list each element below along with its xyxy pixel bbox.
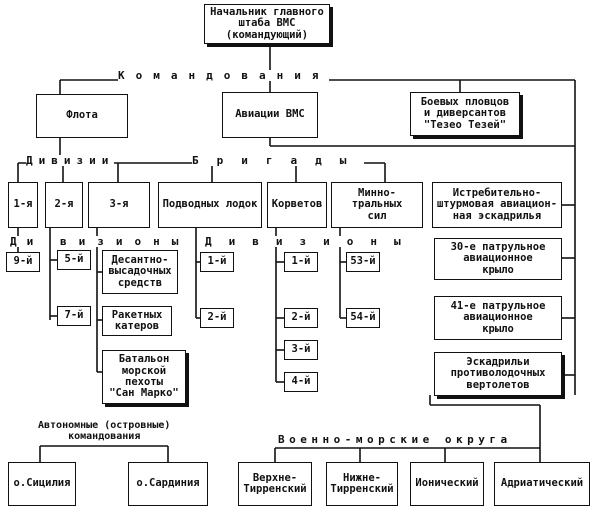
sardinia-command-box: о.Сардиния [128,462,208,506]
fighter-squadron-box: Истребительно- штурмовая авиацион- ная э… [432,182,562,228]
minesweeper-division-53-box: 53-й [346,252,380,272]
submarines-brigade-box: Подводных лодок [158,182,262,228]
minesweeper-division-54-box: 54-й [346,308,380,328]
brigades-label: Бригады [192,154,365,167]
ionian-district-box: Ионический [410,462,484,506]
upper-tyrrhenian-district-box: Верхне- Тирренский [238,462,312,506]
corvette-division-1-box: 1-й [284,252,318,272]
lower-tyrrhenian-district-box: Нижне- Тирренский [326,462,398,506]
corvette-division-3-box: 3-й [284,340,318,360]
landing-craft-box: Десантно- высадочных средств [102,250,178,294]
naval-districts-label: Военно-морские округа [278,433,512,446]
divisions-left-label: Ди [10,235,44,248]
asw-helicopter-squadrons-box: Эскадрильи противолодочных вертолетов [434,352,562,396]
submarine-division-1-box: 1-й [200,252,234,272]
chief-of-naval-staff-box: Начальник главного штаба ВМС (командующи… [204,4,330,44]
aviation-command-box: Авиации ВМС [222,92,318,138]
division-5-box: 5-й [57,250,91,270]
sicily-command-box: о.Сицилия [8,462,76,506]
divisions-top-label: Дивизии [26,154,115,167]
patrol-wing-30-box: 30-е патрульное авиационное крыло [434,238,562,280]
division-3-box: 3-я [88,182,150,228]
division-7-box: 7-й [57,306,91,326]
divisions-right-label: Дивизионы [205,235,418,248]
patrol-wing-41-box: 41-е патрульное авиационное крыло [434,296,562,340]
division-9-box: 9-й [6,252,40,272]
divisions-mid-label: визионы [60,235,191,248]
autonomous-commands-label: Автономные (островные) командования [38,420,171,442]
corvettes-brigade-box: Корветов [267,182,327,228]
fleet-command-box: Флота [36,94,128,138]
corvette-division-2-box: 2-й [284,308,318,328]
minesweepers-brigade-box: Минно-тральных сил [331,182,423,228]
division-1-box: 1-я [8,182,38,228]
adriatic-district-box: Адриатический [494,462,590,506]
divers-command-box: Боевых пловцов и диверсантов "Тезео Тезе… [410,92,520,136]
submarine-division-2-box: 2-й [200,308,234,328]
san-marco-battalion-box: Батальон морской пехоты "Сан Марко" [102,350,186,404]
corvette-division-4-box: 4-й [284,372,318,392]
commands-label: Командования [118,69,330,82]
division-2-box: 2-я [45,182,83,228]
missile-boats-box: Ракетных катеров [102,306,172,336]
